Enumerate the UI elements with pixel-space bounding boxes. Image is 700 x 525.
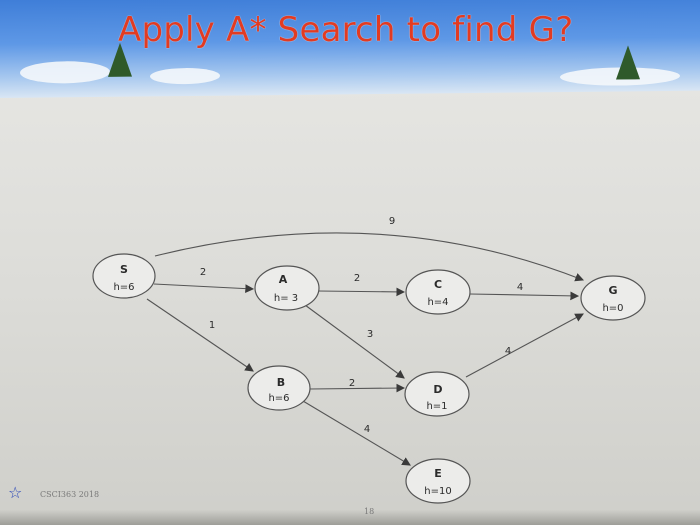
- slide-title: Apply A* Search to find G?: [118, 10, 574, 50]
- edge-b-e: [302, 400, 411, 466]
- slide-bottom-edge: [0, 510, 700, 525]
- graph-edges: [146, 232, 585, 466]
- edge-a-d: [304, 304, 405, 379]
- node-a-name: A: [279, 273, 288, 286]
- node-b-h: h=6: [268, 393, 289, 404]
- node-s-h: h=6: [113, 282, 134, 293]
- weight-s-b: 1: [209, 320, 215, 331]
- edge-b-d: [309, 383, 406, 393]
- footer-page-number: 18: [364, 507, 375, 516]
- node-d-h: h=1: [426, 401, 447, 412]
- node-e-h: h=10: [424, 486, 451, 497]
- edge-a-c: [317, 287, 406, 297]
- star-icon: ☆: [8, 483, 23, 502]
- weight-b-e: 4: [364, 424, 370, 435]
- node-c-name: C: [434, 278, 442, 291]
- weight-d-g: 4: [505, 346, 511, 357]
- node-a: [254, 265, 320, 311]
- edge-weights: 9 2 1 2 3 2 4 4 4: [200, 216, 523, 435]
- node-g: [580, 275, 646, 321]
- weight-s-g: 9: [389, 216, 395, 227]
- node-a-h: h= 3: [274, 293, 298, 304]
- node-b-name: B: [277, 376, 285, 389]
- weight-s-a: 2: [200, 267, 206, 278]
- node-b: [247, 365, 311, 411]
- weight-a-c: 2: [354, 273, 360, 284]
- edge-d-g: [465, 313, 584, 378]
- node-e-name: E: [434, 467, 442, 480]
- node-e: [405, 458, 471, 504]
- node-d-name: D: [433, 383, 442, 396]
- weight-b-d: 2: [349, 378, 355, 389]
- footer-course: CSCI363 2018: [40, 490, 100, 499]
- edge-s-a: [153, 283, 255, 294]
- node-c-h: h=4: [427, 297, 448, 308]
- edge-s-b: [146, 298, 254, 372]
- node-d: [404, 371, 470, 417]
- node-labels: S h=6 A h= 3 B h=6 C h=4 D h=1 E h=10 G …: [113, 263, 623, 497]
- node-s: [92, 253, 156, 299]
- edge-c-g: [469, 291, 580, 301]
- weight-a-d: 3: [367, 329, 373, 340]
- edge-s-g: [154, 232, 585, 282]
- graph-nodes: [92, 253, 646, 504]
- node-g-h: h=0: [602, 303, 623, 314]
- node-s-name: S: [120, 263, 128, 276]
- weight-c-g: 4: [517, 282, 523, 293]
- node-c: [405, 269, 471, 315]
- node-g-name: G: [608, 284, 617, 297]
